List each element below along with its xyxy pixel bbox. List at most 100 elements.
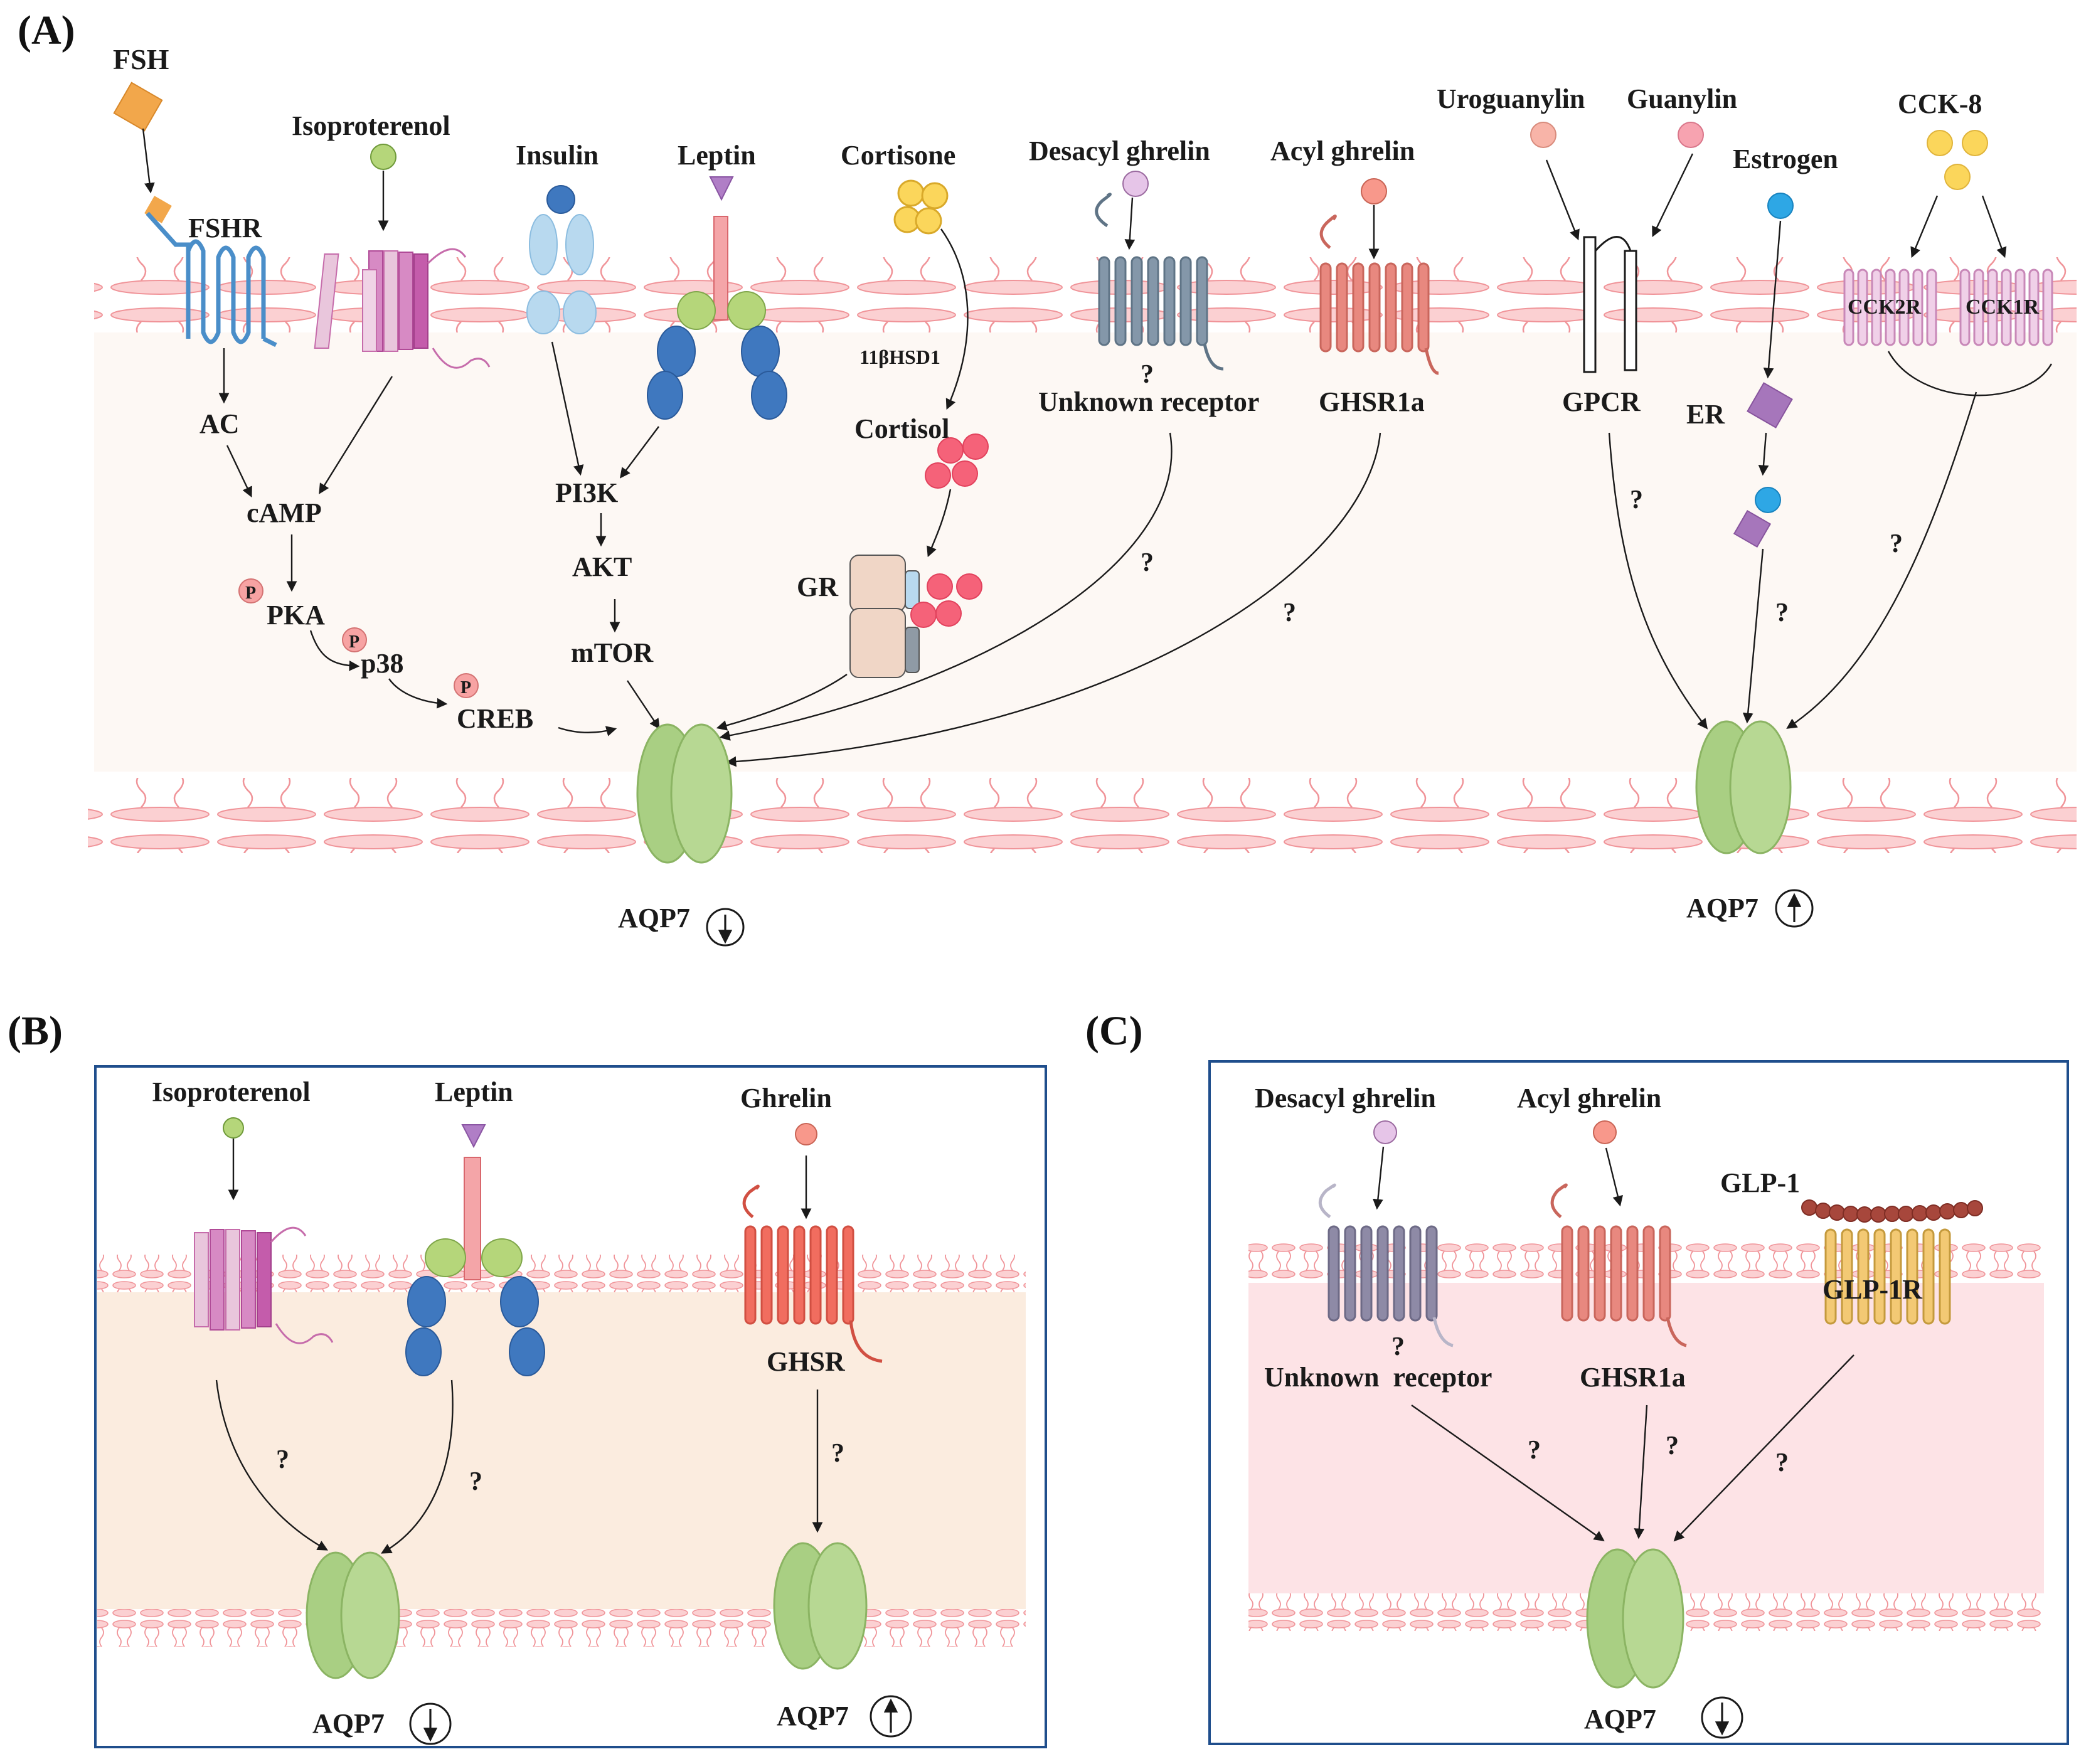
ligand-guanylin-label: Guanylin: [1627, 83, 1737, 114]
ligand-acyl-ghrelin-label: Acyl ghrelin: [1270, 135, 1415, 166]
camp-label: cAMP: [247, 497, 322, 528]
phospho-creb-label: P: [460, 678, 471, 698]
unknown-receptor-icon: [1095, 193, 1224, 371]
desacyl-ghrelin-ligand-icon: [1122, 171, 1149, 197]
c-unknown-receptor-label: Unknown receptor: [1264, 1362, 1492, 1393]
unknown-receptor-label: Unknown receptor: [1038, 386, 1259, 417]
creb-label: CREB: [457, 703, 533, 734]
b-isoproterenol-label: Isoproterenol: [152, 1076, 311, 1107]
c-desacyl-ghrelin-label: Desacyl ghrelin: [1255, 1083, 1436, 1113]
aqp7-channel-right-icon: [1695, 720, 1792, 854]
b-beta-receptor-icon: [194, 1226, 334, 1344]
b-leptin-ligand-icon: [461, 1124, 486, 1149]
c-desacyl-ghrelin-ligand-icon: [1373, 1120, 1397, 1144]
cortisol-bound-icon: [910, 573, 982, 628]
akt-label: AKT: [572, 551, 632, 582]
unknown-receptor-question: ?: [1141, 360, 1154, 389]
fsh-bound-icon: [144, 196, 172, 223]
unknown-path-q4: ?: [1775, 598, 1789, 627]
panel-b-cytoplasm: [97, 1292, 1026, 1609]
gpcr-label: GPCR: [1562, 386, 1641, 417]
cck8-ligand-icon: [1927, 130, 1988, 190]
mtor-label: mTOR: [571, 637, 654, 668]
ligand-desacyl-ghrelin-label: Desacyl ghrelin: [1029, 135, 1210, 166]
panel-c-cytoplasm: [1248, 1283, 2044, 1593]
ac-label: AC: [200, 408, 240, 439]
cortisol-label: Cortisol: [854, 413, 950, 444]
b-ghrelin-label: Ghrelin: [740, 1083, 832, 1113]
c-unknown-q1: ?: [1528, 1436, 1541, 1465]
unknown-path-q1: ?: [1141, 548, 1154, 577]
gpcr-receptor-icon: [1583, 236, 1637, 373]
cck1r-receptor-icon: [1959, 268, 2053, 346]
b-ghsr-receptor-icon: [742, 1184, 883, 1363]
insulin-receptor-icon: [526, 214, 597, 334]
c-acyl-ghrelin-label: Acyl ghrelin: [1517, 1083, 1661, 1113]
c-glp1r-label: GLP-1R: [1822, 1274, 1923, 1305]
uroguanylin-ligand-icon: [1530, 122, 1556, 148]
cck2r-label: CCK2R: [1848, 295, 1922, 319]
pi3k-label: PI3K: [555, 477, 618, 508]
fsh-ligand-icon: [113, 82, 163, 132]
unknown-path-q2: ?: [1283, 598, 1296, 627]
c-glp1-peptide-icon: [1801, 1199, 1983, 1223]
b-isoproterenol-ligand-icon: [223, 1117, 244, 1139]
cck2r-receptor-icon: [1843, 268, 1937, 346]
leptin-ligand-icon: [709, 176, 734, 201]
ghsr1a-receptor-icon: [1319, 215, 1439, 375]
guanylin-ligand-icon: [1678, 122, 1704, 148]
gr-receptor-icon: [849, 555, 920, 678]
c-ghsr1a-receptor-icon: [1550, 1183, 1687, 1347]
b-leptin-receptor-icon: [405, 1157, 545, 1376]
c-unknown-receptor-icon: [1319, 1183, 1454, 1347]
c-unknown-q3: ?: [1775, 1448, 1789, 1477]
cck-merge-curve: [1887, 351, 2053, 396]
ligand-cck8-label: CCK-8: [1898, 88, 1982, 119]
b-unknown-q2: ?: [469, 1467, 482, 1496]
c-unknown-receptor-question: ?: [1391, 1332, 1405, 1361]
beta-adrenergic-receptor-icon: [314, 248, 491, 369]
b-up-arrow-icon: [870, 1695, 912, 1738]
ligand-fsh-label: FSH: [113, 43, 169, 75]
up-arrow-icon: [1775, 889, 1814, 928]
c-down-arrow-icon: [1701, 1696, 1743, 1739]
ligand-leptin-label: Leptin: [678, 140, 756, 171]
estrogen-ligand-icon: [1767, 193, 1794, 219]
down-arrow-icon: [706, 908, 745, 947]
er-receptor-icon: [1747, 382, 1793, 428]
phospho-p38-label: P: [349, 632, 359, 652]
ligand-estrogen-label: Estrogen: [1733, 144, 1838, 174]
c-glp1r-receptor-icon: [1824, 1228, 1951, 1325]
panel-c-label: (C): [1085, 1008, 1143, 1054]
b-aqp7-up-label: AQP7: [777, 1701, 849, 1731]
p38-label: p38: [361, 648, 403, 679]
acyl-ghrelin-ligand-icon: [1361, 178, 1387, 205]
b-leptin-label: Leptin: [435, 1076, 513, 1107]
panel-a-cytoplasm: [94, 332, 2077, 772]
phospho-creb-icon: [454, 673, 479, 698]
unknown-path-q3: ?: [1630, 486, 1643, 514]
pka-label: PKA: [267, 600, 325, 630]
isoproterenol-ligand-icon: [370, 144, 396, 170]
panel-b-label: (B): [8, 1008, 63, 1054]
hsd-label: 11βHSD1: [859, 346, 940, 368]
cortisol-molecule-icon: [925, 433, 989, 489]
cck1r-label: CCK1R: [1966, 295, 2040, 319]
unknown-path-q5: ?: [1890, 529, 1903, 558]
cortisone-ligand-icon: [893, 179, 949, 235]
b-aqp7-down-label: AQP7: [312, 1708, 385, 1739]
phospho-pka-label: P: [245, 583, 256, 603]
b-down-arrow-icon: [409, 1703, 452, 1745]
b-unknown-q1: ?: [276, 1445, 289, 1474]
b-ghsr-label: GHSR: [767, 1346, 846, 1377]
b-unknown-q3: ?: [831, 1439, 844, 1468]
b-aqp7-left-icon: [306, 1551, 400, 1679]
fshr-receptor-icon: [146, 211, 277, 348]
ligand-cortisone-label: Cortisone: [841, 140, 955, 171]
estrogen-bound-icon: [1755, 487, 1781, 513]
fshr-label: FSHR: [188, 213, 263, 243]
phospho-p38-icon: [342, 627, 367, 652]
ligand-insulin-label: Insulin: [516, 140, 599, 171]
phospho-pka-icon: [238, 578, 263, 603]
c-unknown-q2: ?: [1666, 1432, 1679, 1460]
